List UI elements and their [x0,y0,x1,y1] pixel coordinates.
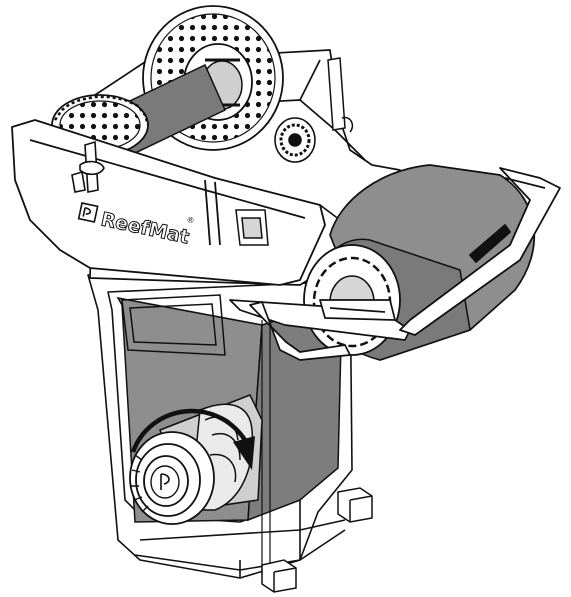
logo-icon [77,202,99,223]
hood-latch [71,140,105,193]
side-window [121,294,226,356]
tension-wheel [274,117,316,163]
top-slots [327,57,354,133]
roll-label [469,224,511,263]
brand-mark: ® [186,215,196,225]
drain-box [235,209,269,246]
right-cover [399,167,561,336]
front-gear [51,94,150,156]
rotation-arrow-icon [130,408,255,470]
roll-arm [229,299,411,361]
support-feet [261,487,373,593]
motor-cap-icon [129,431,215,525]
